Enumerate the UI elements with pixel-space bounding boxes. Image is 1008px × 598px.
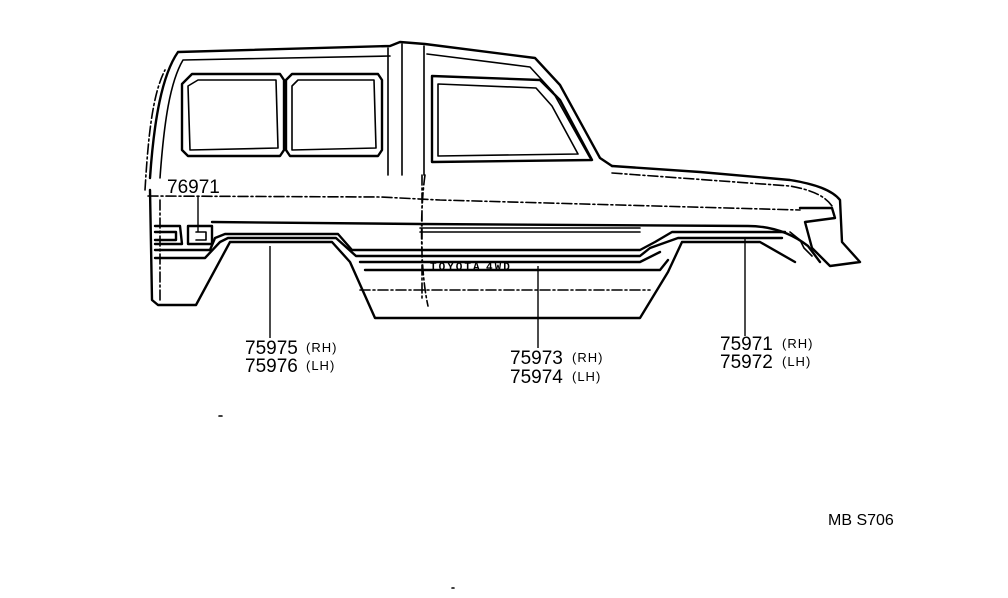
decal-brand-text: TOYOTA <box>430 262 482 274</box>
part-number-door-rh: 75973 <box>510 348 563 369</box>
part-number-rear-fender-rh: 75975 <box>245 338 298 359</box>
window-outlines <box>180 72 594 164</box>
part-number-door-lh: 75974 <box>510 367 563 388</box>
callout-front-fender-stripe: 75971 (RH) 75972 (LH) <box>720 334 813 373</box>
callout-rear-fender-stripe: 75975 (RH) 75976 (LH) <box>245 338 337 377</box>
side-label-rear-fender-lh: (LH) <box>306 358 335 373</box>
leader-lines <box>197 196 746 348</box>
callout-rear-stripe: 76971 <box>167 177 220 198</box>
side-label-rear-fender-rh: (RH) <box>306 340 337 355</box>
part-number-rear-fender-lh: 75976 <box>245 356 298 377</box>
callout-door-stripe: 75973 (RH) 75974 (LH) <box>510 348 603 388</box>
part-number-front-fender-rh: 75971 <box>720 334 773 355</box>
body-stripes <box>153 220 822 272</box>
scan-specks <box>218 415 455 589</box>
figure-code: MB S706 <box>828 512 894 529</box>
side-label-door-rh: (RH) <box>572 350 603 365</box>
side-label-front-fender-lh: (LH) <box>782 354 811 369</box>
part-number-front-fender-lh: 75972 <box>720 352 773 373</box>
part-number-rear-stripe: 76971 <box>167 177 220 198</box>
side-label-door-lh: (LH) <box>572 369 601 384</box>
vehicle-body-outline <box>144 40 862 320</box>
body-decal: TOYOTA 4WD <box>430 262 512 274</box>
side-label-front-fender-rh: (RH) <box>782 336 813 351</box>
decal-model-text: 4WD <box>486 262 512 274</box>
